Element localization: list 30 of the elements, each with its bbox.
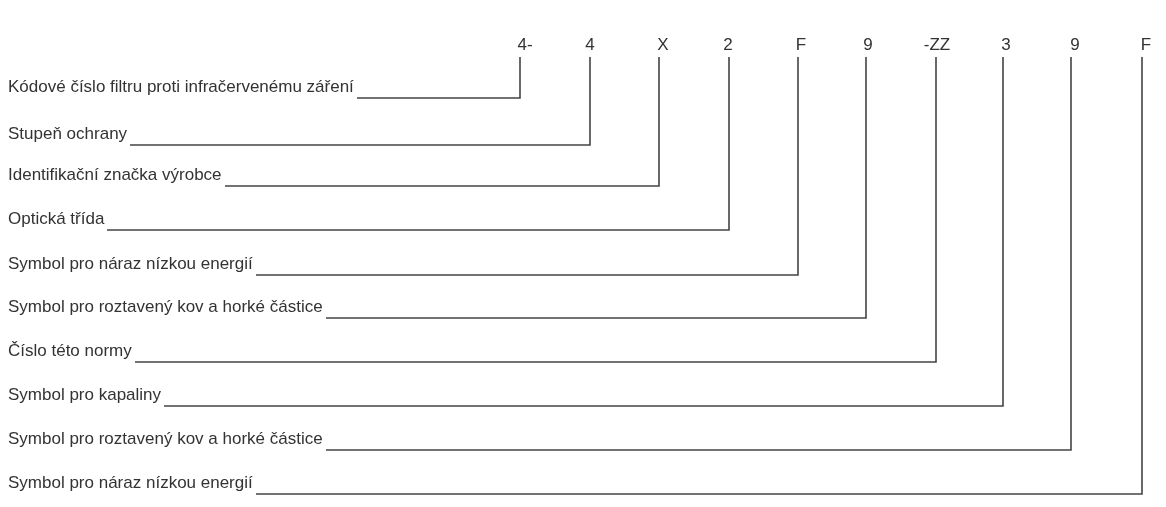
description-text: Identifikační značka výrobce: [8, 165, 222, 185]
leader-line: [325, 56, 1072, 451]
leader-line: [129, 56, 591, 146]
description-text: Symbol pro roztavený kov a horké částice: [8, 297, 323, 317]
description-text: Symbol pro náraz nízkou energií: [8, 254, 253, 274]
code-character: F: [1140, 35, 1152, 55]
leader-line: [134, 56, 937, 363]
code-character: X: [657, 35, 669, 55]
description-text: Optická třída: [8, 209, 105, 229]
description-text: Stupeň ochrany: [8, 124, 128, 144]
leader-line: [255, 56, 1143, 495]
leader-line: [325, 56, 867, 319]
description-text: Symbol pro náraz nízkou energií: [8, 473, 253, 493]
code-character: 3: [1001, 35, 1011, 55]
leader-line: [356, 56, 521, 99]
code-character: 4: [585, 35, 595, 55]
description-text: Symbol pro kapaliny: [8, 385, 162, 405]
code-character: 9: [863, 35, 873, 55]
description-text: Symbol pro roztavený kov a horké částice: [8, 429, 323, 449]
leader-line: [163, 56, 1004, 407]
code-character: 9: [1070, 35, 1080, 55]
leader-line: [255, 56, 799, 276]
description-text: Kódové číslo filtru proti infračervenému záření: [8, 77, 354, 97]
leader-line: [224, 56, 660, 187]
code-character: F: [795, 35, 807, 55]
code-character: 2: [723, 35, 733, 55]
leader-line: [106, 56, 730, 231]
description-text: Číslo této normy: [8, 341, 132, 361]
code-character: -ZZ: [923, 35, 951, 55]
code-character: 4-: [517, 35, 533, 55]
